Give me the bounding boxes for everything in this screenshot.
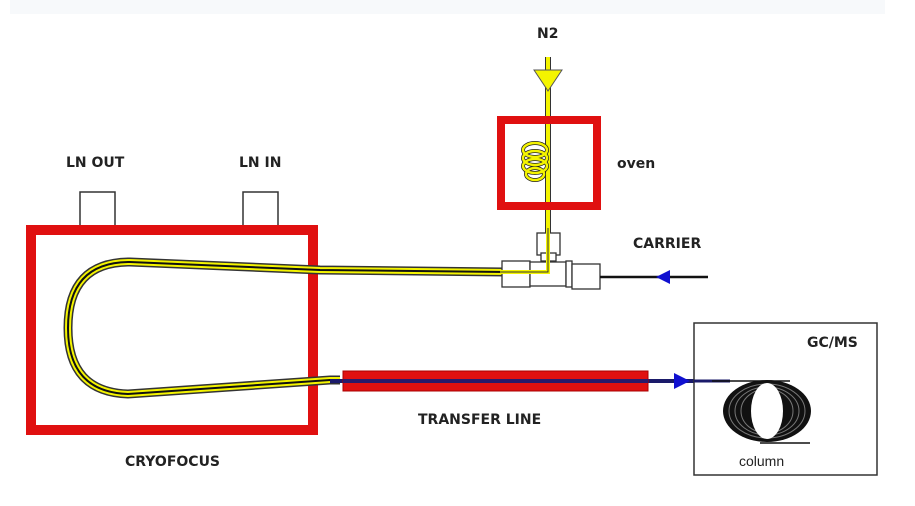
column-coil-icon xyxy=(712,380,811,444)
cryo-tubing xyxy=(63,257,506,399)
ln-in-port xyxy=(242,191,279,228)
cryofocus-box xyxy=(26,225,318,435)
ln-out-port xyxy=(79,191,116,228)
transfer-arrow-icon xyxy=(674,373,690,389)
carrier-arrow-icon xyxy=(656,270,670,284)
top-strip xyxy=(10,0,885,14)
gcms-label: GC/MS xyxy=(807,335,858,351)
carrier-label: CARRIER xyxy=(633,236,701,252)
oven-label: oven xyxy=(617,156,655,172)
oven-box xyxy=(497,116,601,210)
oven-coil-fill xyxy=(521,141,549,182)
tee-fitting xyxy=(501,232,601,290)
transfer-line-label: TRANSFER LINE xyxy=(418,412,541,428)
cryofocus-label: CRYOFOCUS xyxy=(125,454,220,470)
ln-out-label: LN OUT xyxy=(66,155,125,171)
tee-internal-outline xyxy=(500,228,549,273)
column-label: column xyxy=(739,453,784,469)
n2-arrow-icon xyxy=(533,69,563,92)
n2-label: N2 xyxy=(537,26,558,42)
ln-in-label: LN IN xyxy=(239,155,281,171)
